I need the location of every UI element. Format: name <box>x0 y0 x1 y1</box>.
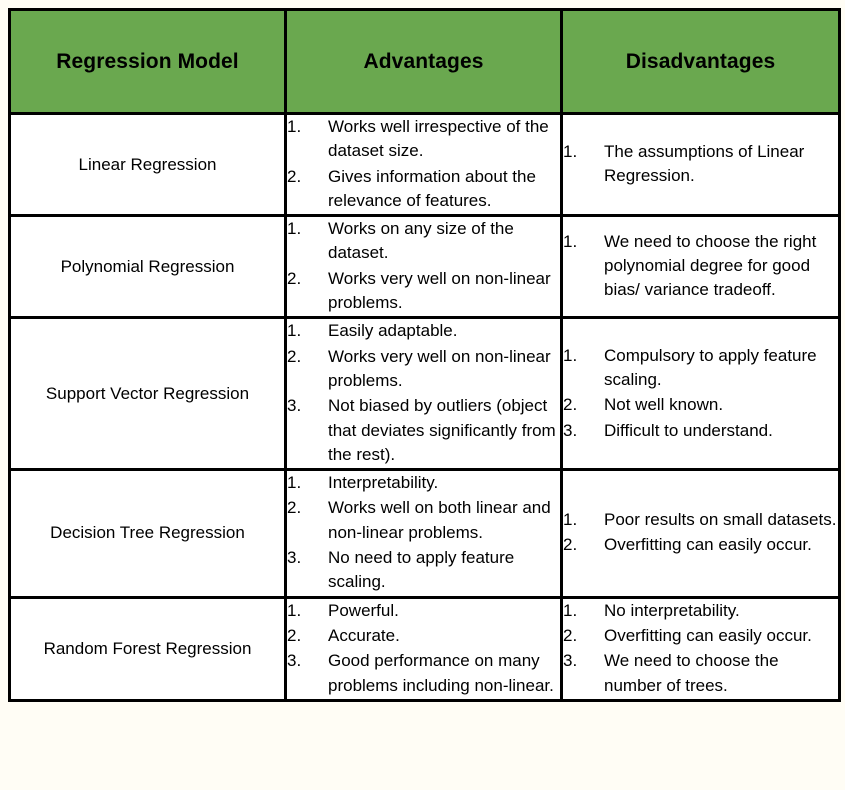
disadvantages-list: 1.No interpretability. 2.Overfitting can… <box>563 599 838 698</box>
list-item: 2.Gives information about the relevance … <box>287 166 536 210</box>
list-marker: 1. <box>287 600 302 620</box>
list-marker: 3. <box>287 651 302 671</box>
model-name-cell: Decision Tree Regression <box>8 468 287 599</box>
table-row: Support Vector Regression 1.Easily adapt… <box>8 316 841 472</box>
list-item: 1.Powerful. <box>287 599 560 623</box>
advantages-cell: 1.Powerful. 2.Accurate. 3.Good performan… <box>284 595 563 702</box>
advantages-cell: 1.Easily adaptable. 2.Works very well on… <box>284 316 563 472</box>
list-marker: 2. <box>287 346 302 366</box>
list-item: 1.No interpretability. <box>563 599 838 623</box>
list-marker: 1. <box>563 141 578 161</box>
list-item: 2.Not well known. <box>563 393 838 417</box>
advantages-list: 1.Powerful. 2.Accurate. 3.Good performan… <box>287 599 560 698</box>
disadvantages-cell: 1.Poor results on small datasets. 2.Over… <box>560 468 841 599</box>
list-marker: 2. <box>287 268 302 288</box>
table-body: Linear Regression 1.Works well irrespect… <box>8 111 841 702</box>
list-marker: 2. <box>563 625 578 645</box>
disadvantages-cell: 1.Compulsory to apply feature scaling. 2… <box>560 316 841 472</box>
list-marker: 1. <box>563 345 578 365</box>
column-header-disadvantages: Disadvantages <box>560 8 841 115</box>
list-marker: 1. <box>287 117 302 136</box>
disadvantages-list: 1.Compulsory to apply feature scaling. 2… <box>563 344 838 443</box>
advantages-list: 1.Easily adaptable. 2.Works very well on… <box>287 319 560 467</box>
list-marker: 1. <box>563 231 578 251</box>
list-item: 3.No need to apply feature scaling. <box>287 548 515 592</box>
table-header: Regression Model Advantages Disadvantage… <box>8 8 841 115</box>
list-item: 3.Good performance on many problems incl… <box>287 651 554 695</box>
disadvantages-cell: 1.The assumptions of Linear Regression. <box>560 111 841 218</box>
column-header-regression-model: Regression Model <box>8 8 287 115</box>
disadvantages-list: 1.Poor results on small datasets. 2.Over… <box>563 508 838 558</box>
list-item: 3.We need to choose the number of trees. <box>563 651 779 695</box>
header-row: Regression Model Advantages Disadvantage… <box>8 8 841 115</box>
list-marker: 3. <box>563 420 578 440</box>
list-marker: 2. <box>563 535 578 555</box>
list-marker: 1. <box>287 219 302 239</box>
advantages-list: 1.Works well irrespective of the dataset… <box>287 115 560 213</box>
list-item: 2.Works well on both linear and non-line… <box>287 498 551 542</box>
list-item: 1.The assumptions of Linear Regression. <box>563 141 805 186</box>
disadvantages-cell: 1.We need to choose the right polynomial… <box>560 214 841 320</box>
regression-comparison-table: Regression Model Advantages Disadvantage… <box>8 8 841 702</box>
list-item: 1.Compulsory to apply feature scaling. <box>563 345 817 389</box>
list-marker: 1. <box>563 600 578 620</box>
advantages-list: 1.Works on any size of the dataset. 2.Wo… <box>287 217 560 315</box>
advantages-list: 1.Interpretability. 2.Works well on both… <box>287 471 560 594</box>
model-name-cell: Polynomial Regression <box>8 214 287 320</box>
advantages-cell: 1.Interpretability. 2.Works well on both… <box>284 468 563 599</box>
model-name-cell: Random Forest Regression <box>8 595 287 702</box>
list-item: 1.We need to choose the right polynomial… <box>563 231 817 300</box>
list-item: 1.Works well irrespective of the dataset… <box>287 117 549 161</box>
model-name-cell: Support Vector Regression <box>8 316 287 472</box>
list-item: 3.Difficult to understand. <box>563 419 838 443</box>
list-item: 1.Works on any size of the dataset. <box>287 219 514 263</box>
list-marker: 2. <box>287 625 302 645</box>
list-item: 3.Not biased by outliers (object that de… <box>287 396 556 464</box>
list-marker: 3. <box>287 396 302 416</box>
disadvantages-cell: 1.No interpretability. 2.Overfitting can… <box>560 595 841 702</box>
advantages-cell: 1.Works well irrespective of the dataset… <box>284 111 563 218</box>
list-marker: 2. <box>287 498 302 518</box>
list-item: 2.Overfitting can easily occur. <box>563 533 838 557</box>
list-item: 2.Overfitting can easily occur. <box>563 624 838 648</box>
list-item: 1.Poor results on small datasets. <box>563 508 838 532</box>
list-item: 1.Interpretability. <box>287 471 560 495</box>
list-marker: 1. <box>563 510 578 530</box>
list-item: 2.Accurate. <box>287 624 560 648</box>
model-name-cell: Linear Regression <box>8 111 287 218</box>
list-item: 1.Easily adaptable. <box>287 319 560 343</box>
disadvantages-list: 1.The assumptions of Linear Regression. <box>563 140 838 189</box>
list-item: 2.Works very well on non-linear problems… <box>287 346 551 390</box>
table-row: Polynomial Regression 1.Works on any siz… <box>8 214 841 320</box>
list-marker: 3. <box>287 548 302 568</box>
table-row: Random Forest Regression 1.Powerful. 2.A… <box>8 595 841 702</box>
list-item: 2.Works very well on non-linear problems… <box>287 268 551 313</box>
advantages-cell: 1.Works on any size of the dataset. 2.Wo… <box>284 214 563 320</box>
column-header-advantages: Advantages <box>284 8 563 115</box>
list-marker: 3. <box>563 651 578 671</box>
list-marker: 1. <box>287 321 302 341</box>
table-row: Linear Regression 1.Works well irrespect… <box>8 111 841 218</box>
disadvantages-list: 1.We need to choose the right polynomial… <box>563 230 838 303</box>
table-row: Decision Tree Regression 1.Interpretabil… <box>8 468 841 599</box>
list-marker: 2. <box>287 166 302 186</box>
list-marker: 2. <box>563 395 578 415</box>
list-marker: 1. <box>287 473 302 493</box>
